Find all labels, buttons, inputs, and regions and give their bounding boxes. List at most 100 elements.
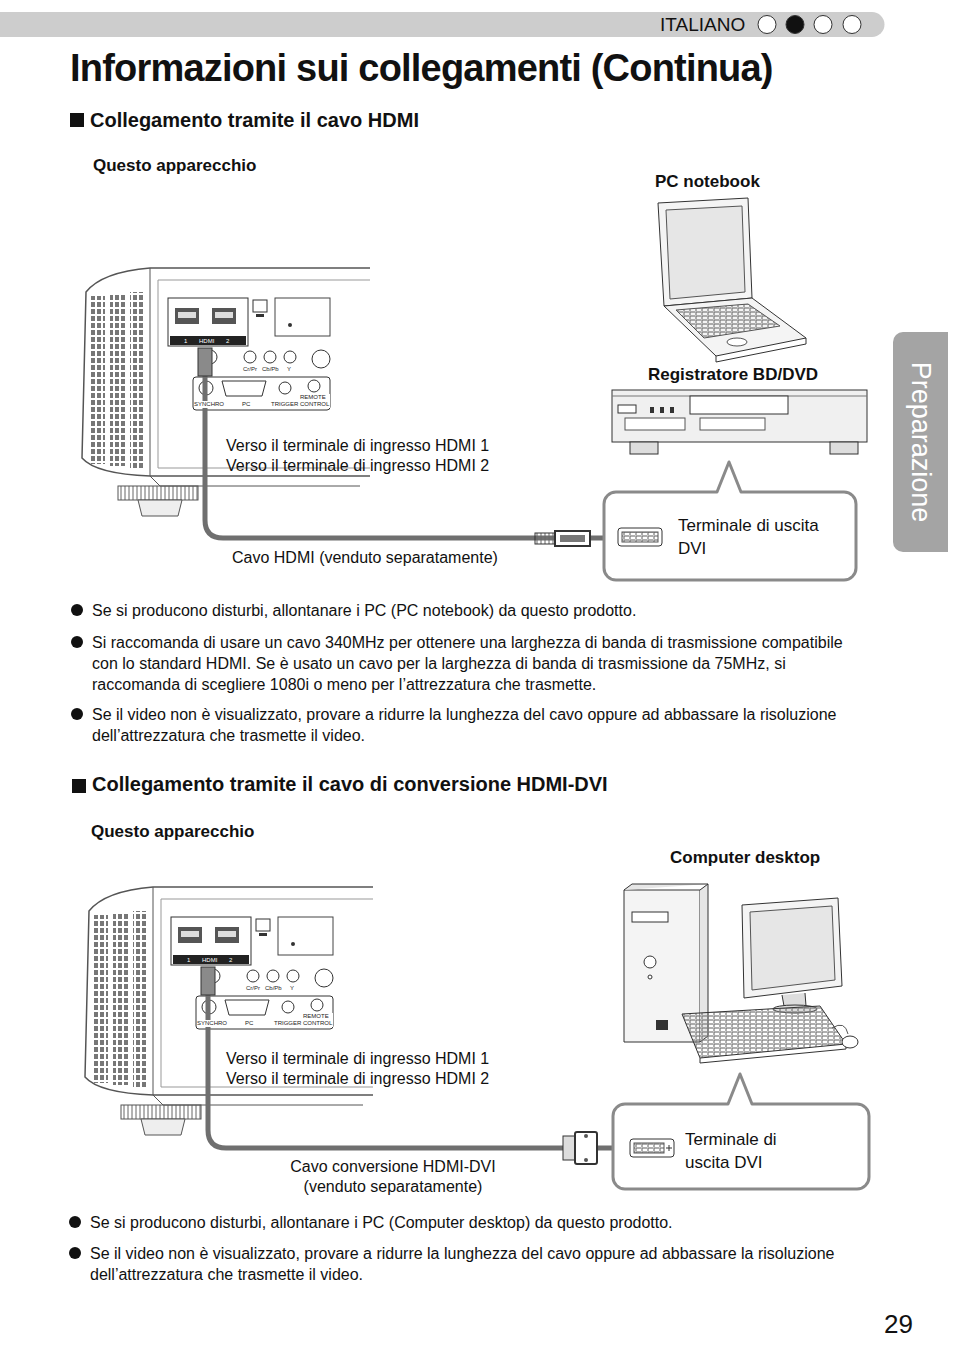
touchpad (727, 338, 747, 346)
callout-box: Terminale di uscita DVI (613, 1104, 869, 1189)
recorder-button (650, 407, 654, 413)
cable (205, 374, 604, 538)
device-group: PC notebook (650, 168, 810, 358)
port-label: Cb/Pb (262, 366, 279, 373)
plug-grip (535, 533, 555, 544)
usb-ports (656, 1020, 668, 1030)
port-label: Cb/Pb (265, 985, 282, 992)
section-heading: Collegamento tramite il cavo di conversi… (92, 771, 608, 797)
port-label: PC (242, 401, 250, 408)
recorder-panel (625, 418, 685, 430)
cable (208, 970, 613, 1148)
heading-square (70, 113, 84, 127)
port-label: REMOTE CONTROL (300, 394, 330, 408)
dvi-screw (584, 1134, 588, 1138)
recorder-button (660, 407, 664, 413)
port-label: HDMI (199, 338, 214, 345)
drive-bay (632, 912, 668, 922)
text-label: Verso il terminale di ingresso HDMI 1 (226, 436, 489, 457)
note-text: Se il video non è visualizzato, provare … (90, 1243, 855, 1285)
port-label: TRIGGER (274, 1020, 301, 1027)
bullet (71, 604, 83, 616)
port-label: Cr/Pr (246, 985, 260, 992)
laptop-screen (666, 206, 745, 299)
cable-label: Cavo conversione HDMI-DVI (venduto separ… (268, 1157, 518, 1197)
laptop-keyboard (676, 304, 780, 338)
disc-tray (690, 396, 788, 414)
header-band (0, 12, 885, 37)
port-label: 1 (184, 338, 187, 345)
text-label: Verso il terminale di ingresso HDMI 2 (226, 1069, 489, 1090)
callout-border (604, 462, 856, 580)
node-text: Registratore BD/DVD (648, 364, 818, 386)
device-group: Computer desktop (665, 844, 855, 1064)
note-text: Si raccomanda di usare un cavo 340MHz pe… (92, 632, 857, 695)
monitor (742, 898, 842, 998)
hdmi-plug-tip (560, 535, 585, 542)
dvi-pins (622, 532, 658, 542)
port-label: TRIGGER (271, 401, 298, 408)
hdmi-plug-end (555, 531, 590, 546)
projector (82, 268, 370, 516)
port-label: 2 (229, 957, 232, 964)
recorder-body (612, 390, 867, 442)
port-label: SYNCHRO (194, 401, 224, 408)
node-text: Questo apparecchio (93, 155, 256, 177)
monitor-screen (750, 906, 835, 990)
side-tab: Preparazione (893, 332, 948, 552)
projector (85, 887, 373, 1135)
dvi-icon (618, 528, 662, 546)
laptop-lid (658, 198, 752, 306)
keyboard-edge (700, 1044, 846, 1063)
heading-square (72, 779, 86, 793)
cable-label: Cavo HDMI (venduto separatamente) (232, 548, 498, 569)
note-text: Se si producono disturbi, allontanare i … (92, 600, 857, 621)
hdmi-plug (201, 967, 215, 995)
recorder-display (618, 405, 636, 413)
port-label: REMOTE CONTROL (303, 1013, 333, 1027)
recorder-foot (830, 442, 858, 454)
device-group: Questo apparecchio (83, 818, 373, 970)
callout-outline (604, 492, 856, 580)
port-label: Y (287, 366, 291, 373)
bullet (71, 708, 83, 720)
note-text: Se il video non è visualizzato, provare … (92, 704, 857, 746)
node-text: Questo apparecchio (91, 821, 254, 843)
section-heading: Collegamento tramite il cavo HDMI (90, 107, 419, 133)
node-text: Preparazione (902, 362, 937, 523)
dvi-cross (666, 1145, 672, 1151)
device-group: Questo apparecchio (80, 152, 370, 374)
monitor-stand (782, 993, 806, 1006)
node-text: ITALIANO (660, 13, 745, 38)
dvi-pins (634, 1143, 664, 1153)
callout-border (613, 1074, 869, 1189)
port-label: PC (245, 1020, 253, 1027)
node-text: Terminale di uscita DVI (678, 514, 848, 560)
led (648, 975, 652, 979)
recorder-button (670, 407, 674, 413)
recorder-panel (700, 418, 765, 430)
bullet (71, 636, 83, 648)
node-text: Computer desktop (670, 847, 820, 869)
hdmi-plug (198, 348, 212, 376)
page-title: Informazioni sui collegamenti (Continua) (70, 44, 773, 93)
port-label: Cr/Pr (243, 366, 257, 373)
port-label: SYNCHRO (197, 1020, 227, 1027)
language-dot (758, 16, 776, 34)
callout-box: Terminale di uscita DVI (604, 492, 856, 580)
device-group: Registratore BD/DVD (605, 362, 870, 460)
node-text: Terminale di uscita DVI (685, 1128, 800, 1174)
language-dot (786, 16, 804, 34)
node-text: PC notebook (655, 171, 760, 193)
dvi-icon (630, 1139, 674, 1157)
mouse (842, 1036, 858, 1048)
laptop-edge (716, 338, 806, 362)
language-dot (843, 16, 861, 34)
laptop-base (664, 298, 806, 356)
port-label: 1 (187, 957, 190, 964)
header-band: ITALIANO (0, 12, 885, 37)
port-label: 2 (226, 338, 229, 345)
desktop-keyboard (682, 1006, 846, 1058)
dvi-plug-end (575, 1132, 597, 1164)
